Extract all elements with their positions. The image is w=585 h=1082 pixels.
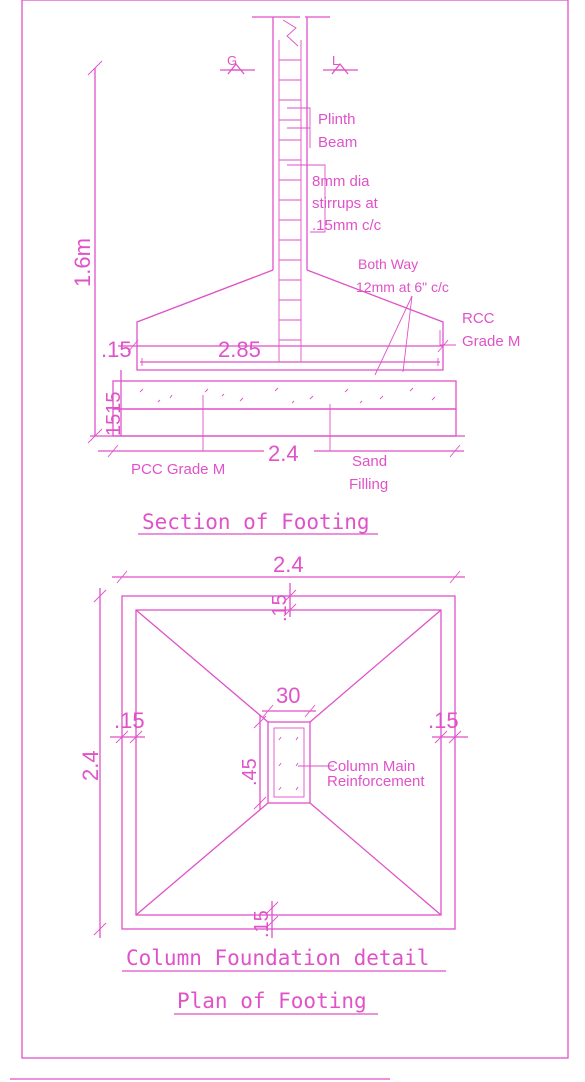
stirrups-label-2: stirrups at (312, 195, 379, 212)
plan-column (267, 721, 311, 804)
plan-title-1: Column Foundation detail (126, 946, 429, 970)
sand-layer (112, 408, 457, 437)
sand-label: Sand (352, 453, 387, 470)
plan-dim-col-w: 30 (276, 683, 300, 708)
dim-layers: 1515 (103, 392, 125, 437)
dim-0-15: .15 (101, 337, 132, 362)
plan-dim-right-offset: .15 (428, 708, 459, 733)
section-title: Section of Footing (142, 510, 370, 534)
plan-dim-bottom-offset: .15 (251, 910, 273, 938)
plan-dim-left-offset: .15 (114, 708, 145, 733)
section-of-footing: G L 1.6m .15 2. (70, 16, 520, 535)
plan-dim-top: 2.4 (273, 552, 304, 577)
rcc-grade-label: Grade M (462, 333, 520, 350)
dim-height: 1.6m (70, 238, 95, 287)
label-l: L (332, 53, 339, 68)
plan-title-2: Plan of Footing (177, 989, 367, 1013)
column-bars (278, 736, 299, 791)
both-way-label: Both Way (358, 256, 418, 272)
col-main-label-2: Reinforcement (327, 773, 425, 790)
pcc-label: PCC Grade M (131, 461, 225, 478)
rcc-label: RCC (462, 310, 495, 327)
plinth-beam-label: Plinth (318, 111, 356, 128)
plan-inner-square (135, 609, 442, 916)
dim-2-4-section: 2.4 (268, 441, 299, 466)
stirrups-label: 8mm dia (312, 173, 370, 190)
sand-label-2: Filling (349, 476, 388, 493)
dim-2-85: 2.85 (218, 337, 261, 362)
column-ties (279, 59, 301, 341)
stirrups-label-3: .15mm c/c (312, 217, 382, 234)
ground-level-marker-l (331, 62, 349, 75)
plan-dim-col-h: .45 (239, 758, 261, 786)
col-main-label: Column Main (327, 758, 415, 775)
plan-dim-left: 2.4 (78, 750, 103, 781)
label-g: G (227, 53, 237, 68)
both-way-label-2: 12mm at 6" c/c (356, 279, 449, 295)
ground-level-marker-g (227, 62, 245, 75)
plan-outer-square (121, 595, 456, 930)
plan-of-footing: 2.4 .15 .15 .15 2.4 30 .45 Column M (78, 552, 468, 1015)
footing-outline (136, 269, 444, 371)
pcc-layer (112, 380, 457, 410)
break-symbol (282, 19, 299, 47)
pcc-aggregate (139, 387, 436, 404)
sheet-border (21, 0, 569, 1059)
plinth-beam-label-2: Beam (318, 134, 357, 151)
